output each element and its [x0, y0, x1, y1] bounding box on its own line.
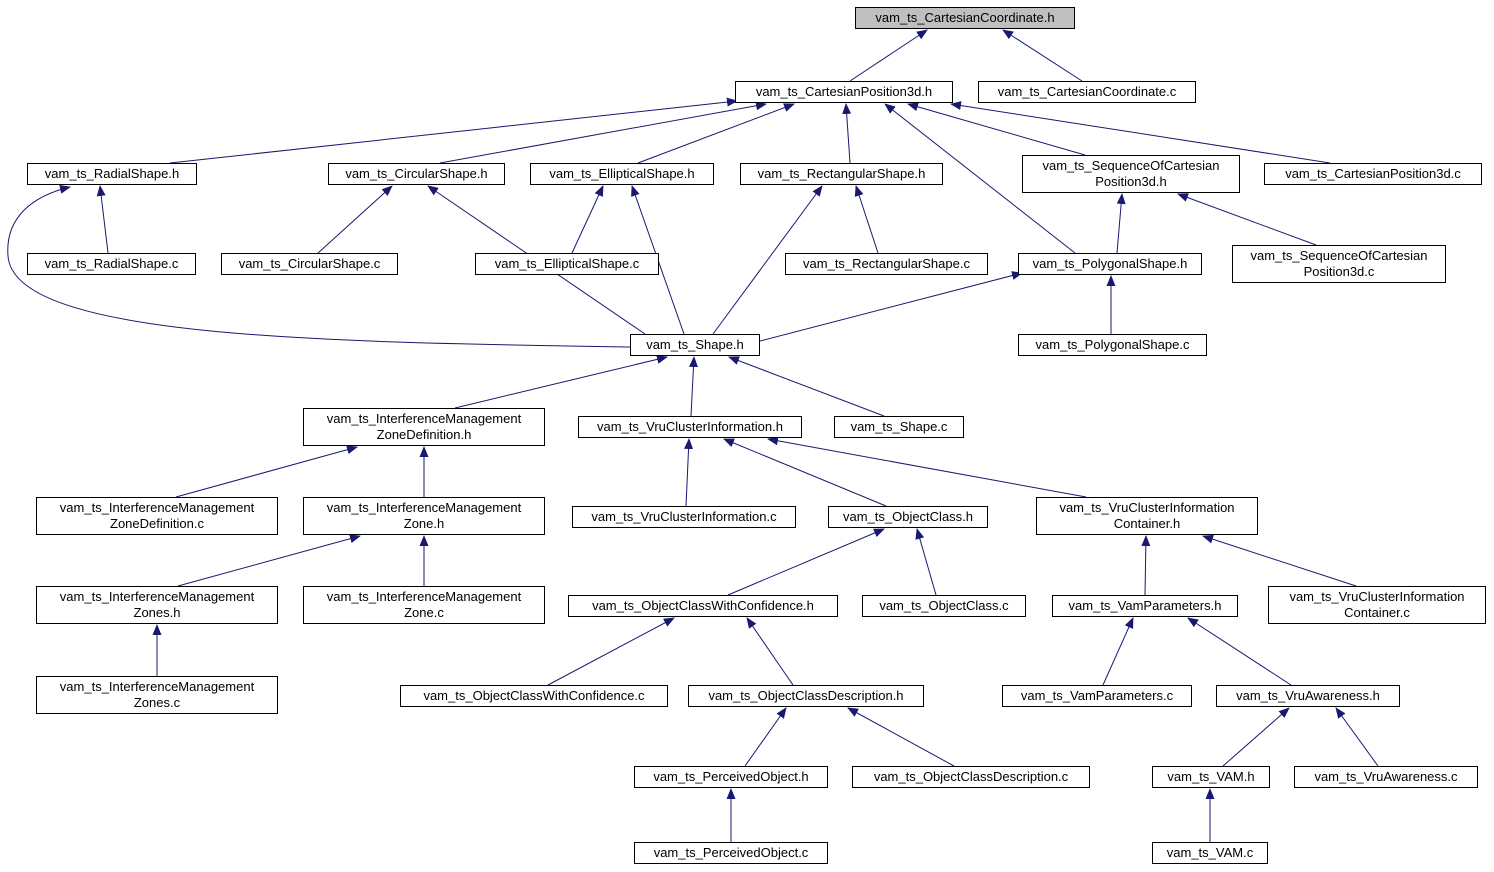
graph-node-imZones_h[interactable]: vam_ts_InterferenceManagement Zones.h: [36, 586, 278, 624]
graph-node-shape_h[interactable]: vam_ts_Shape.h: [630, 334, 760, 356]
graph-edge-ellipticalShape_h-to-cartesianPosition3d_h: [637, 103, 795, 164]
graph-node-imZoneDefinition_h[interactable]: vam_ts_InterferenceManagement ZoneDefini…: [303, 408, 545, 446]
graph-edge-polygonalShape_h-to-cartesianPosition3d_h: [884, 103, 1076, 254]
graph-edge-vruAwareness_h-to-vamParameters_h: [1187, 617, 1292, 686]
graph-edge-vruAwareness_c-to-vruAwareness_h: [1335, 707, 1379, 767]
graph-edge-imZoneDefinition_h-to-shape_h: [454, 354, 668, 409]
graph-node-objectClass_h[interactable]: vam_ts_ObjectClass.h: [828, 506, 988, 528]
graph-node-vamParameters_h[interactable]: vam_ts_VamParameters.h: [1052, 595, 1238, 617]
graph-node-cartesianPosition3d_h[interactable]: vam_ts_CartesianPosition3d.h: [735, 81, 953, 103]
graph-edge-objectClass_c-to-objectClass_h: [915, 528, 937, 596]
graph-node-objectClassDescription_h[interactable]: vam_ts_ObjectClassDescription.h: [688, 685, 924, 707]
graph-edge-cartesianCoordinate_c-to-cartesianCoordinate_h: [1002, 29, 1083, 82]
graph-edge-vruClusterInformation_c-to-vruClusterInformation_h: [684, 438, 694, 507]
graph-node-objectClassDescription_c[interactable]: vam_ts_ObjectClassDescription.c: [852, 766, 1090, 788]
graph-node-objectClassWithConfidence_h[interactable]: vam_ts_ObjectClassWithConfidence.h: [568, 595, 838, 617]
graph-node-cartesianCoordinate_c[interactable]: vam_ts_CartesianCoordinate.c: [978, 81, 1196, 103]
graph-edge-radialShape_c-to-radialShape_h: [96, 185, 109, 254]
graph-edge-objectClassWithConfidence_c-to-objectClassWithConfidence_h: [547, 617, 675, 686]
graph-node-seqOfCartesianPosition3d_c[interactable]: vam_ts_SequenceOfCartesian Position3d.c: [1232, 245, 1446, 283]
graph-edge-shape_c-to-shape_h: [728, 356, 885, 417]
graph-edge-rectangularShape_c-to-rectangularShape_h: [854, 185, 879, 254]
graph-edge-vamParameters_h-to-vruCIContainer_h: [1141, 535, 1151, 596]
graph-edge-polygonalShape_h-to-seqOfCartesianPosition3d_h: [1116, 193, 1126, 254]
graph-edge-objectClassWithConfidence_h-to-objectClass_h: [727, 528, 885, 596]
graph-node-imZones_c[interactable]: vam_ts_InterferenceManagement Zones.c: [36, 676, 278, 714]
graph-node-imZone_c[interactable]: vam_ts_InterferenceManagement Zone.c: [303, 586, 545, 624]
graph-node-radialShape_c[interactable]: vam_ts_RadialShape.c: [27, 253, 196, 275]
graph-node-rectangularShape_h[interactable]: vam_ts_RectangularShape.h: [740, 163, 943, 185]
graph-node-cartesianPosition3d_c[interactable]: vam_ts_CartesianPosition3d.c: [1264, 163, 1482, 185]
graph-node-vruCIContainer_h[interactable]: vam_ts_VruClusterInformation Container.h: [1036, 497, 1258, 535]
graph-edge-imZones_h-to-imZone_h: [177, 534, 361, 587]
graph-edge-perceivedObject_h-to-objectClassDescription_h: [744, 707, 787, 767]
graph-node-shape_c[interactable]: vam_ts_Shape.c: [834, 416, 964, 438]
graph-node-ellipticalShape_c[interactable]: vam_ts_EllipticalShape.c: [475, 253, 659, 275]
graph-node-vruClusterInformation_h[interactable]: vam_ts_VruClusterInformation.h: [578, 416, 802, 438]
graph-edge-rectangularShape_h-to-cartesianPosition3d_h: [842, 103, 852, 164]
graph-edge-shape_h-to-rectangularShape_h: [712, 185, 823, 335]
graph-edge-vruCIContainer_c-to-vruCIContainer_h: [1202, 534, 1357, 587]
graph-node-vruAwareness_h[interactable]: vam_ts_VruAwareness.h: [1216, 685, 1400, 707]
graph-edge-shape_h-to-radialShape_h: [7, 184, 631, 348]
graph-edge-objectClassDescription_h-to-objectClassWithConfidence_h: [746, 617, 794, 686]
graph-node-rectangularShape_c[interactable]: vam_ts_RectangularShape.c: [785, 253, 988, 275]
graph-node-cartesianCoordinate_h: vam_ts_CartesianCoordinate.h: [855, 7, 1075, 29]
graph-edge-objectClassDescription_c-to-objectClassDescription_h: [847, 707, 955, 767]
graph-node-vamParameters_c[interactable]: vam_ts_VamParameters.c: [1002, 685, 1192, 707]
graph-node-polygonalShape_c[interactable]: vam_ts_PolygonalShape.c: [1018, 334, 1207, 356]
graph-edge-shape_h-to-polygonalShape_h: [759, 271, 1023, 342]
graph-node-circularShape_h[interactable]: vam_ts_CircularShape.h: [328, 163, 505, 185]
graph-edge-ellipticalShape_c-to-ellipticalShape_h: [571, 185, 604, 254]
graph-edge-imZoneDefinition_c-to-imZoneDefinition_h: [175, 445, 358, 498]
graph-node-perceivedObject_c[interactable]: vam_ts_PerceivedObject.c: [634, 842, 828, 864]
graph-edge-circularShape_h-to-cartesianPosition3d_h: [439, 101, 767, 164]
graph-edge-cartesianPosition3d_h-to-cartesianCoordinate_h: [849, 29, 928, 82]
graph-edge-circularShape_c-to-circularShape_h: [317, 185, 393, 254]
graph-node-vam_h[interactable]: vam_ts_VAM.h: [1152, 766, 1270, 788]
graph-node-seqOfCartesianPosition3d_h[interactable]: vam_ts_SequenceOfCartesian Position3d.h: [1022, 155, 1240, 193]
graph-node-circularShape_c[interactable]: vam_ts_CircularShape.c: [221, 253, 398, 275]
graph-node-polygonalShape_h[interactable]: vam_ts_PolygonalShape.h: [1018, 253, 1202, 275]
graph-node-imZone_h[interactable]: vam_ts_InterferenceManagement Zone.h: [303, 497, 545, 535]
graph-node-objectClass_c[interactable]: vam_ts_ObjectClass.c: [862, 595, 1026, 617]
graph-node-vam_c[interactable]: vam_ts_VAM.c: [1152, 842, 1268, 864]
graph-edge-seqOfCartesianPosition3d_h-to-cartesianPosition3d_h: [907, 102, 1086, 156]
graph-edge-vam_h-to-vruAwareness_h: [1222, 707, 1290, 767]
graph-edge-vruCIContainer_h-to-vruClusterInformation_h: [767, 436, 1087, 498]
graph-edge-objectClass_h-to-vruClusterInformation_h: [723, 438, 887, 507]
graph-node-radialShape_h[interactable]: vam_ts_RadialShape.h: [27, 163, 197, 185]
graph-edge-seqOfCartesianPosition3d_c-to-seqOfCartesianPosition3d_h: [1177, 193, 1317, 246]
graph-edge-radialShape_h-to-cartesianPosition3d_h: [169, 97, 738, 164]
graph-node-vruCIContainer_c[interactable]: vam_ts_VruClusterInformation Container.c: [1268, 586, 1486, 624]
graph-node-vruAwareness_c[interactable]: vam_ts_VruAwareness.c: [1294, 766, 1478, 788]
graph-node-vruClusterInformation_c[interactable]: vam_ts_VruClusterInformation.c: [572, 506, 796, 528]
graph-node-objectClassWithConfidence_c[interactable]: vam_ts_ObjectClassWithConfidence.c: [400, 685, 668, 707]
graph-node-ellipticalShape_h[interactable]: vam_ts_EllipticalShape.h: [530, 163, 714, 185]
graph-node-imZoneDefinition_c[interactable]: vam_ts_InterferenceManagement ZoneDefini…: [36, 497, 278, 535]
graph-node-perceivedObject_h[interactable]: vam_ts_PerceivedObject.h: [634, 766, 828, 788]
graph-edge-cartesianPosition3d_c-to-cartesianPosition3d_h: [950, 101, 1331, 164]
graph-edge-vamParameters_c-to-vamParameters_h: [1102, 617, 1134, 686]
graph-edge-vruClusterInformation_h-to-shape_h: [688, 356, 698, 417]
